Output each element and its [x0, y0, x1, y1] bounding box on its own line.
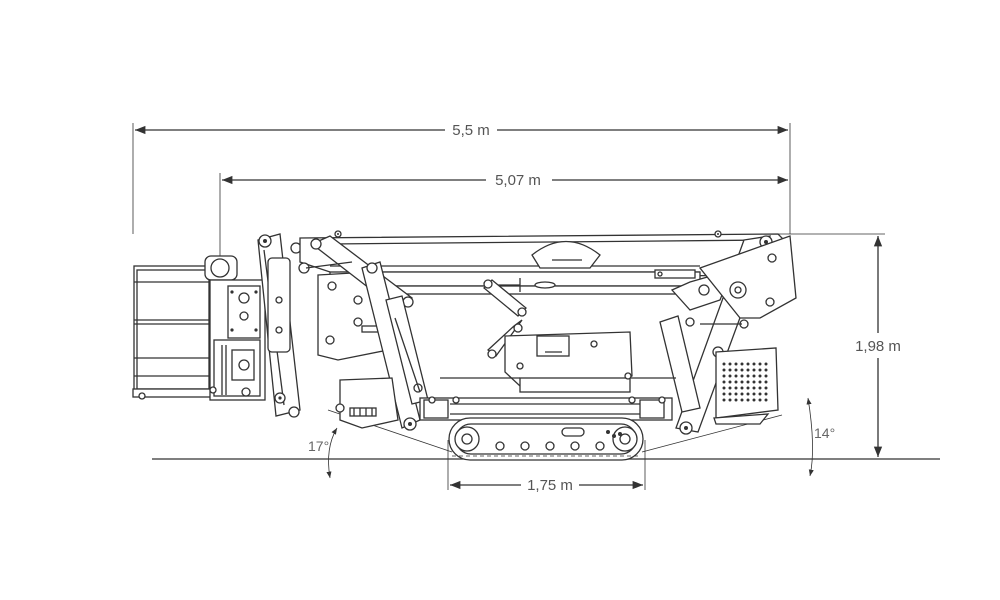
dimension-height: 1,98 m [775, 233, 901, 457]
rear-angle-label: 14° [814, 425, 835, 441]
body-length-label: 5,07 m [495, 172, 541, 189]
rear-engine-box [713, 347, 779, 425]
front-engine-box [335, 377, 399, 429]
track-width-label: 1,75 m [527, 477, 573, 494]
front-angle-label: 17° [308, 438, 329, 454]
rear-boom-arm [659, 235, 797, 435]
outrigger-beam [419, 396, 673, 421]
crawler-track [448, 417, 644, 461]
platform-basket [132, 265, 218, 400]
overall-length-label: 5,5 m [452, 122, 490, 139]
front-boom-arm [257, 233, 302, 418]
front-angle: 17° [308, 409, 453, 479]
turret-housing [440, 331, 676, 393]
dimension-overall-length: 5,5 m [132, 122, 791, 234]
height-label: 1,98 m [855, 338, 901, 355]
vent-grid [722, 362, 768, 402]
dimension-track-width: 1,75 m [447, 440, 646, 494]
dimension-body-length: 5,07 m [219, 172, 788, 266]
platform-rotator [204, 255, 266, 401]
upper-boom [299, 230, 792, 295]
front-boom-plate [298, 235, 429, 431]
